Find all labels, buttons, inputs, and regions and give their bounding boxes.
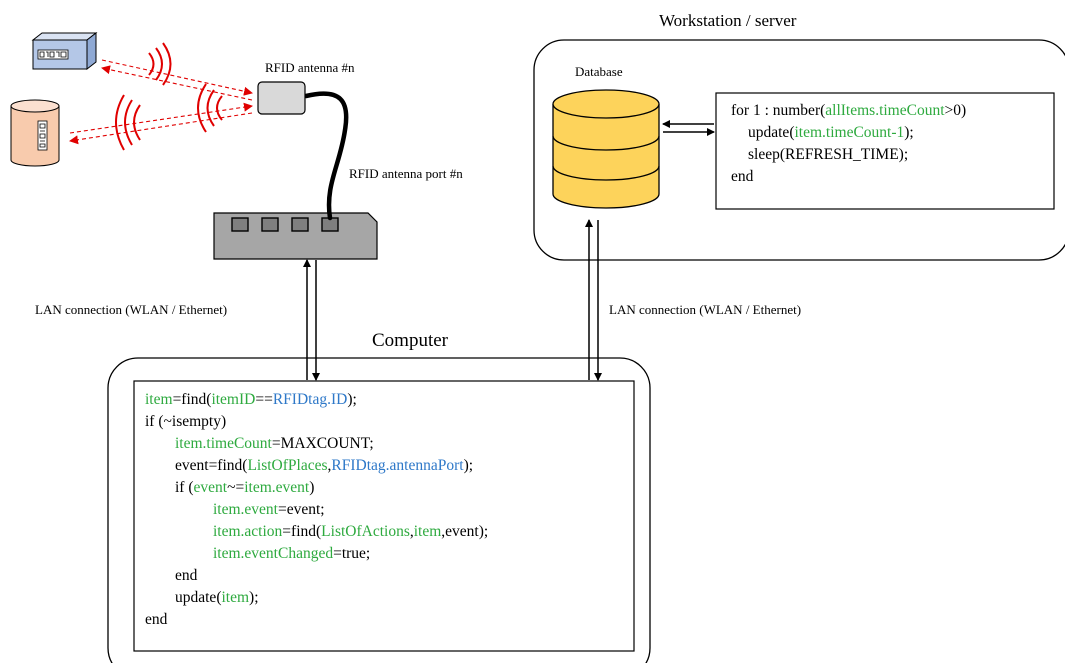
- server-code-line: update(item.timeCount-1);: [748, 124, 914, 141]
- antenna-label: RFID antenna #n: [265, 60, 355, 75]
- computer-code-line: if (event~=item.event): [175, 479, 315, 496]
- antenna-port-label: RFID antenna port #n: [349, 166, 463, 181]
- lan-label-right: LAN connection (WLAN / Ethernet): [609, 302, 802, 317]
- computer-code-line: item=find(itemID==RFIDtag.ID);: [145, 391, 357, 408]
- computer-code-box: [133, 380, 635, 652]
- network-switch-icon: [213, 212, 378, 260]
- tagged-box-icon: [31, 31, 98, 71]
- computer-title: Computer: [372, 330, 448, 351]
- antenna-cable: [303, 91, 349, 221]
- computer-code-line: item.action=find(ListOfActions,item,even…: [213, 523, 489, 540]
- server-code-box: [715, 92, 1055, 210]
- rf-signal-antenna: [197, 83, 223, 133]
- server-code: for 1 : number(allItems.timeCount>0) upd…: [731, 102, 1051, 202]
- computer-code: item=find(itemID==RFIDtag.ID); if (~isem…: [145, 391, 625, 646]
- rf-signal-cylinder: [69, 94, 253, 151]
- rf-signal-box: [101, 42, 253, 101]
- computer-code-line: update(item);: [175, 589, 259, 606]
- computer-code-line: item.timeCount=MAXCOUNT;: [175, 435, 374, 452]
- database-label: Database: [575, 64, 623, 79]
- server-code-line: for 1 : number(allItems.timeCount>0): [731, 102, 967, 119]
- database-icon: [552, 89, 660, 209]
- computer-code-line: item.event=event;: [213, 501, 325, 518]
- lan-label-left: LAN connection (WLAN / Ethernet): [35, 302, 228, 317]
- rfid-antenna-icon: [257, 81, 306, 115]
- computer-code-line: if (~isempty): [145, 413, 227, 430]
- server-code-line: end: [731, 168, 754, 185]
- computer-code-line: item.eventChanged=true;: [213, 545, 371, 562]
- computer-code-line: end: [175, 567, 198, 584]
- server-code-line: sleep(REFRESH_TIME);: [748, 146, 909, 163]
- computer-code-line: end: [145, 611, 168, 628]
- workstation-title: Workstation / server: [659, 11, 797, 30]
- computer-code-line: event=find(ListOfPlaces,RFIDtag.antennaP…: [175, 457, 474, 474]
- tagged-cylinder-icon: [10, 99, 60, 167]
